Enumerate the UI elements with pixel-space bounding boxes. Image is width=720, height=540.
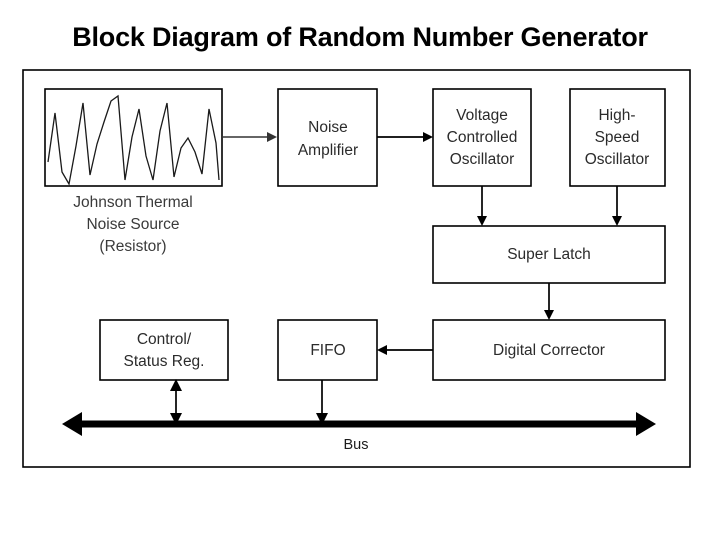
block-voltage-controlled-oscillator[interactable]: Voltage Controlled Oscillator	[432, 88, 532, 187]
page-title: Block Diagram of Random Number Generator	[72, 22, 648, 52]
bus-arrowhead-left	[62, 412, 82, 436]
noise-amplifier-label-line1: Noise	[308, 119, 348, 136]
arrow-super-latch-to-digital-corrector	[544, 283, 554, 320]
block-control-status-register[interactable]: Control/ Status Reg.	[99, 319, 229, 381]
block-super-latch[interactable]: Super Latch	[432, 225, 666, 284]
super-latch-label: Super Latch	[507, 246, 591, 263]
vco-label-line1: Voltage	[456, 107, 508, 124]
block-digital-corrector[interactable]: Digital Corrector	[432, 319, 666, 381]
noise-source-caption-line3: (Resistor)	[99, 238, 166, 255]
fifo-box[interactable]	[277, 319, 378, 381]
noise-source-caption-line1: Johnson Thermal	[73, 194, 192, 211]
diagram-frame	[22, 69, 691, 468]
control-status-register-label-line1: Control/	[137, 331, 192, 348]
vco-label-line2: Controlled	[447, 129, 518, 146]
arrow-digital-corrector-to-fifo	[377, 345, 433, 355]
vco-box[interactable]	[432, 88, 532, 187]
digital-corrector-label: Digital Corrector	[493, 342, 605, 359]
fifo-label: FIFO	[310, 342, 345, 359]
arrow-high-speed-oscillator-to-super-latch	[612, 186, 622, 226]
bus[interactable]: Bus	[62, 412, 656, 453]
high-speed-oscillator-label-line1: High-	[598, 107, 635, 124]
noise-source-box[interactable]	[44, 88, 223, 187]
block-fifo[interactable]: FIFO	[277, 319, 378, 381]
arrow-amplifier-to-vco	[377, 132, 433, 142]
noise-waveform	[47, 94, 220, 186]
block-noise-source[interactable]	[44, 88, 223, 187]
control-status-register-label-line2: Status Reg.	[124, 353, 205, 370]
arrow-noise-source-to-amplifier	[222, 132, 277, 142]
digital-corrector-box[interactable]	[432, 319, 666, 381]
high-speed-oscillator-label-line3: Oscillator	[585, 151, 650, 168]
noise-source-caption-line2: Noise Source	[86, 216, 179, 233]
control-status-register-box[interactable]	[99, 319, 229, 381]
noise-amplifier-label-line2: Amplifier	[298, 142, 358, 159]
block-noise-amplifier[interactable]: Noise Amplifier	[277, 88, 378, 187]
bus-arrowhead-right	[636, 412, 656, 436]
bus-label: Bus	[344, 437, 369, 453]
vco-label-line3: Oscillator	[450, 151, 515, 168]
super-latch-box[interactable]	[432, 225, 666, 284]
arrow-control-status-register-to-bus	[170, 379, 182, 425]
high-speed-oscillator-label-line2: Speed	[595, 129, 640, 146]
arrow-vco-to-super-latch	[477, 186, 487, 226]
block-high-speed-oscillator[interactable]: High- Speed Oscillator	[569, 88, 666, 187]
arrow-fifo-to-bus	[316, 380, 328, 425]
noise-amplifier-box[interactable]	[277, 88, 378, 187]
